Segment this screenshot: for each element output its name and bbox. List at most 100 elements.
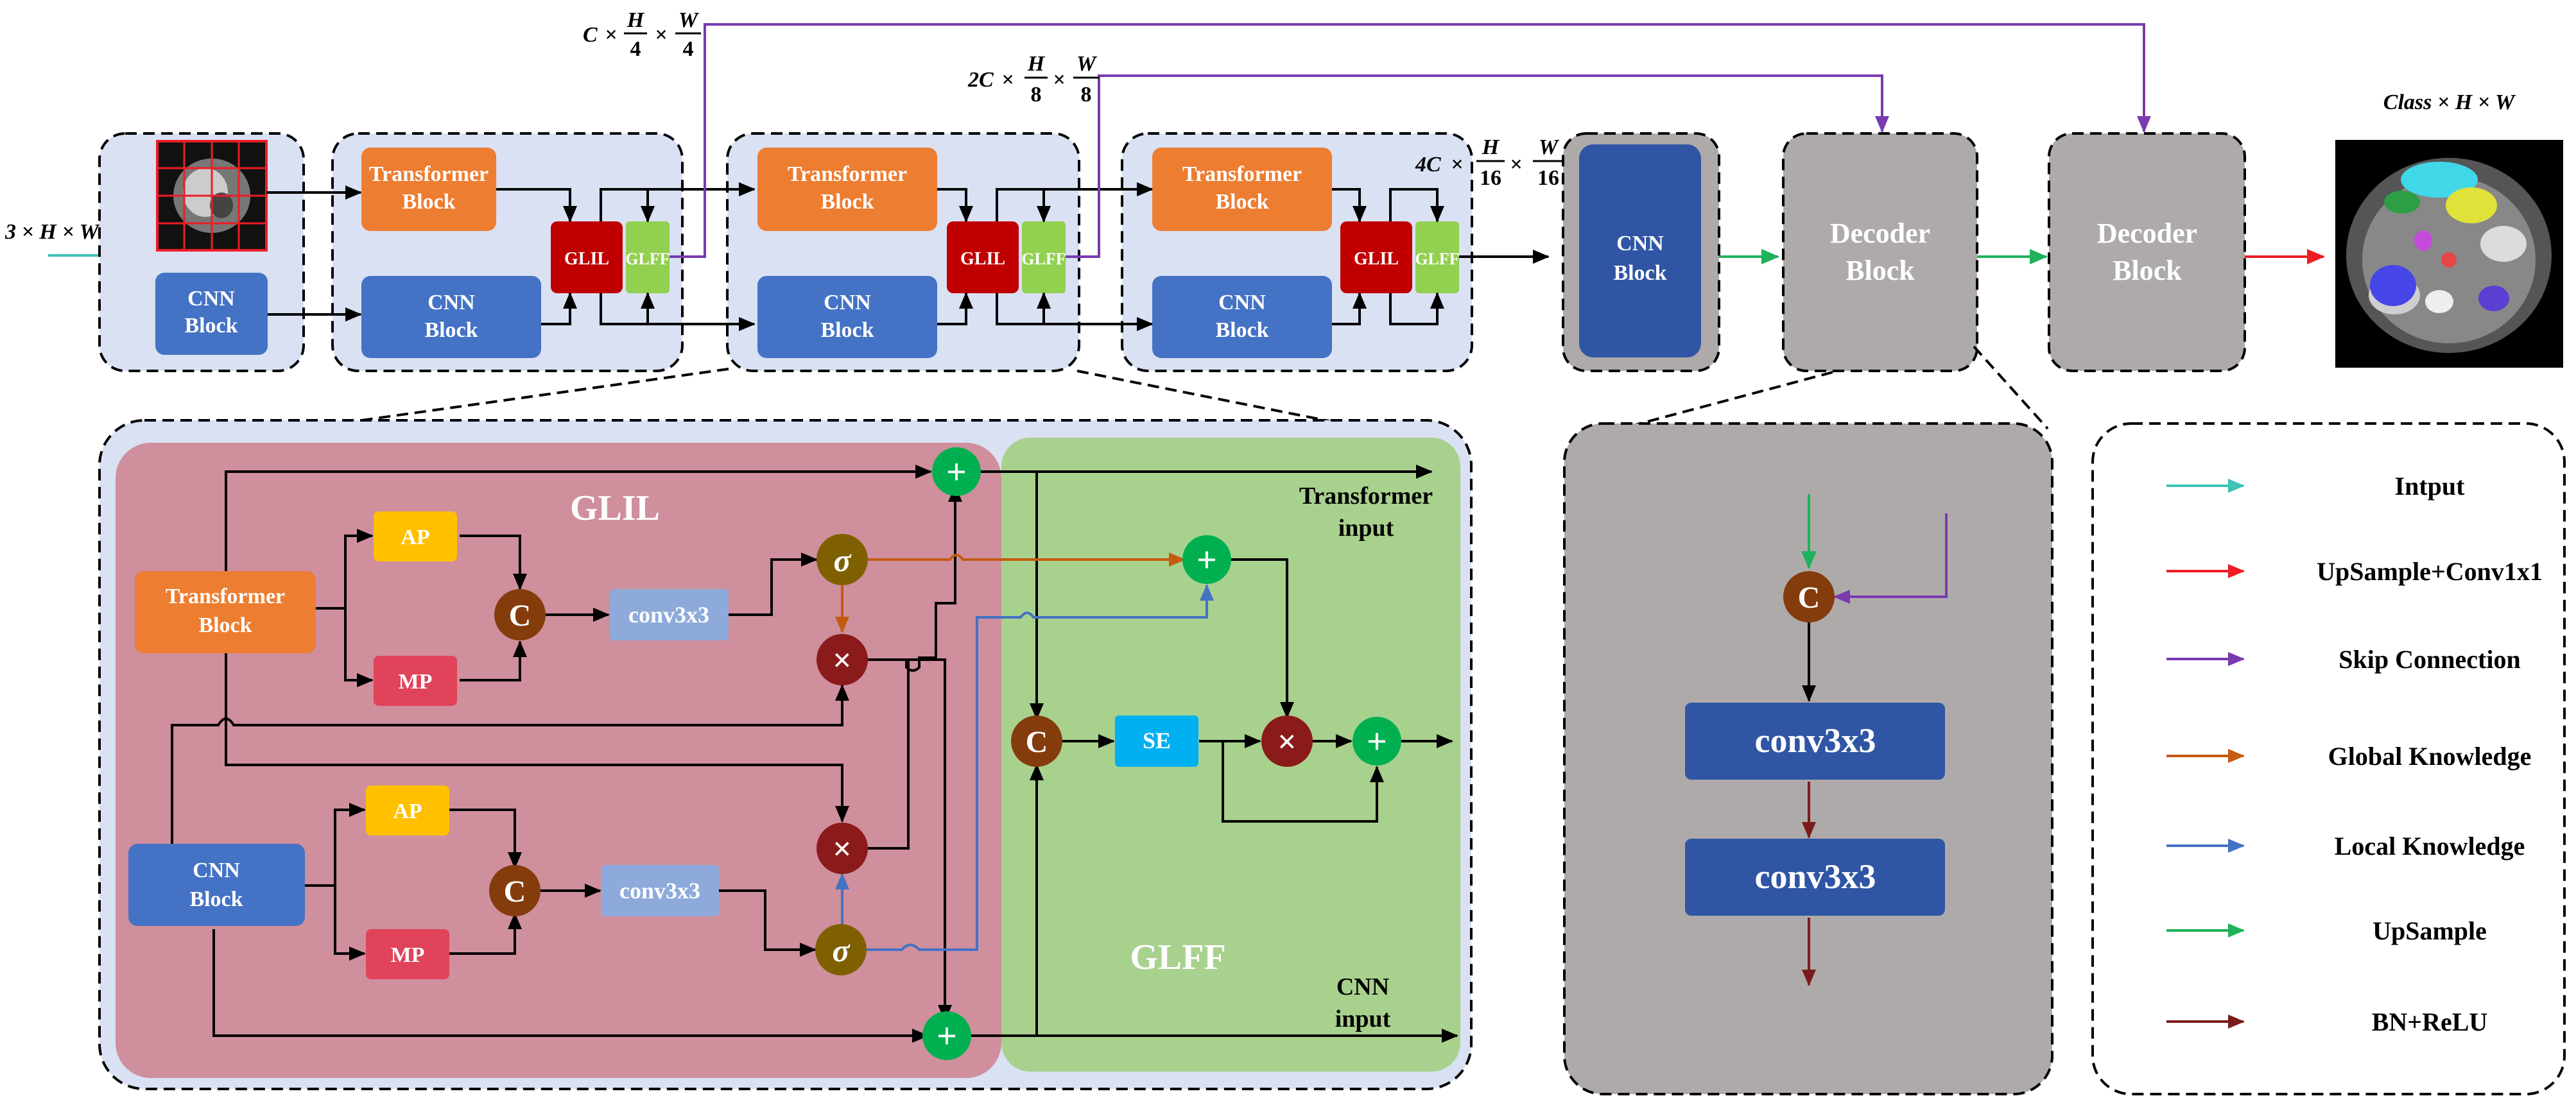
se-label: SE [1143, 728, 1171, 753]
bottleneck-dims: 4C × H 16 × W 16 [1415, 135, 1564, 190]
legend-panel [2091, 422, 2566, 1095]
decoder-conv-1 [1685, 703, 1945, 780]
svg-text:σ: σ [833, 932, 851, 968]
conv-label-upper: conv3x3 [628, 602, 709, 628]
transformer-input-label-1: Transformer [1299, 483, 1433, 510]
decoder-block-2-label-2: Block [2113, 255, 2182, 286]
sigma-node-upper: σ [817, 534, 868, 585]
legend-label-6: BN+ReLU [2372, 1007, 2488, 1036]
legend-label-2: Skip Connection [2338, 645, 2520, 674]
concat-node-upper: C [494, 589, 546, 640]
glil-3 [1340, 221, 1412, 293]
decoder-detail-wires [1801, 494, 1948, 986]
plus-node-bottom: + [922, 1011, 971, 1060]
cnn-block-2-label-2: Block [820, 318, 874, 342]
decoder-concat-node: C [1783, 571, 1835, 622]
bottleneck-cnn-label-1: CNN [1616, 232, 1664, 255]
glil-1-label: GLIL [564, 249, 609, 269]
cnn-block-3-label-1: CNN [1218, 291, 1266, 314]
cnn-input-label-1: CNN [1336, 973, 1389, 1000]
glil-3-label: GLIL [1354, 249, 1399, 269]
ap-label-upper: AP [401, 526, 429, 549]
svg-text:+: + [1197, 540, 1217, 580]
cnn-block-2 [757, 276, 937, 358]
decoder-block-2 [2048, 132, 2246, 372]
local-knowledge-wires [835, 584, 1214, 951]
cnn-block-0-label-2: Block [184, 314, 238, 338]
detail-transformer-block [135, 571, 316, 653]
transformer-block-2-label-2: Block [820, 190, 874, 214]
legend-label-1: UpSample+Conv1x1 [2317, 557, 2543, 586]
transformer-block-2 [757, 148, 937, 231]
legend-label-4: Local Knowledge [2335, 832, 2525, 861]
transformer-block-3-label-1: Transformer [1182, 162, 1302, 186]
svg-text:×: × [1053, 68, 1065, 92]
decoder-conv-2 [1685, 839, 1945, 916]
glff-3 [1415, 221, 1459, 293]
plus-node-global: + [1182, 535, 1231, 584]
segmentation-output-image [2335, 140, 2563, 368]
svg-text:+: + [1367, 722, 1387, 762]
svg-text:C: C [1026, 725, 1048, 759]
input-dims-label: 3 × H × W [4, 220, 101, 244]
multiply-node-upper: × [817, 634, 868, 685]
transformer-block-1-label-1: Transformer [369, 162, 488, 186]
patch-image [156, 140, 268, 252]
legend-label-0: Intput [2395, 472, 2466, 501]
glff-3-label: GLFF [1415, 250, 1459, 268]
glff-2-label: GLFF [1021, 250, 1066, 268]
svg-text:8: 8 [1081, 83, 1092, 107]
detail-cnn-block [128, 844, 305, 926]
bottleneck-cnn-label-2: Block [1613, 261, 1666, 285]
glil-2-label: GLIL [960, 249, 1005, 269]
cnn-block-0 [155, 273, 268, 355]
stage3-connections [1332, 188, 1550, 325]
svg-text:H: H [627, 8, 645, 32]
cnn-block-0-label-1: CNN [187, 287, 235, 311]
svg-text:16: 16 [1480, 166, 1501, 190]
se-block [1115, 715, 1198, 767]
svg-text:×: × [1510, 153, 1522, 176]
svg-text:4C: 4C [1415, 153, 1441, 176]
svg-text:W: W [1539, 135, 1560, 159]
glff-1 [626, 221, 670, 293]
legend-label-3: Global Knowledge [2328, 742, 2532, 771]
decoder-block-2-label-1: Decoder [2097, 218, 2197, 249]
stage0-connections [266, 185, 362, 321]
stage1-connections [496, 182, 756, 331]
cnn-input-label-2: input [1335, 1006, 1391, 1032]
svg-text:×: × [655, 23, 667, 47]
svg-text:×: × [1277, 724, 1297, 760]
svg-text:H: H [1027, 52, 1046, 76]
svg-text:8: 8 [1031, 83, 1042, 107]
glil-region [116, 443, 1001, 1078]
svg-text:+: + [937, 1016, 957, 1056]
svg-text:C: C [504, 875, 526, 909]
svg-text:16: 16 [1537, 166, 1559, 190]
svg-text:σ: σ [834, 542, 852, 578]
stage2-connections [937, 182, 1154, 331]
svg-text:H: H [1482, 135, 1500, 159]
transformer-block-3 [1152, 148, 1332, 231]
detail-transformer-label-1: Transformer [166, 585, 285, 608]
svg-text:C: C [583, 23, 598, 47]
transformer-block-1-label-2: Block [402, 190, 455, 214]
detail-transformer-label-2: Block [198, 613, 252, 637]
skip1-dims: C × H 4 × W 4 [583, 8, 701, 61]
concat-node-lower: C [489, 865, 540, 916]
conv-block-upper [610, 589, 729, 640]
plus-node-top: + [932, 447, 981, 496]
glil-1 [551, 221, 623, 293]
decoder-conv-1-label: conv3x3 [1755, 721, 1876, 760]
legend-label-5: UpSample [2373, 916, 2487, 945]
svg-text:4: 4 [683, 37, 694, 61]
glil-2 [947, 221, 1019, 293]
cnn-block-3-label-2: Block [1215, 318, 1268, 342]
glff-region [1001, 438, 1460, 1072]
svg-text:C: C [1798, 581, 1820, 615]
mp-block-lower [366, 929, 449, 979]
skip2-dims: 2C × H 8 × W 8 [967, 52, 1099, 107]
svg-text:×: × [833, 642, 852, 679]
glil-title: GLIL [570, 488, 660, 528]
